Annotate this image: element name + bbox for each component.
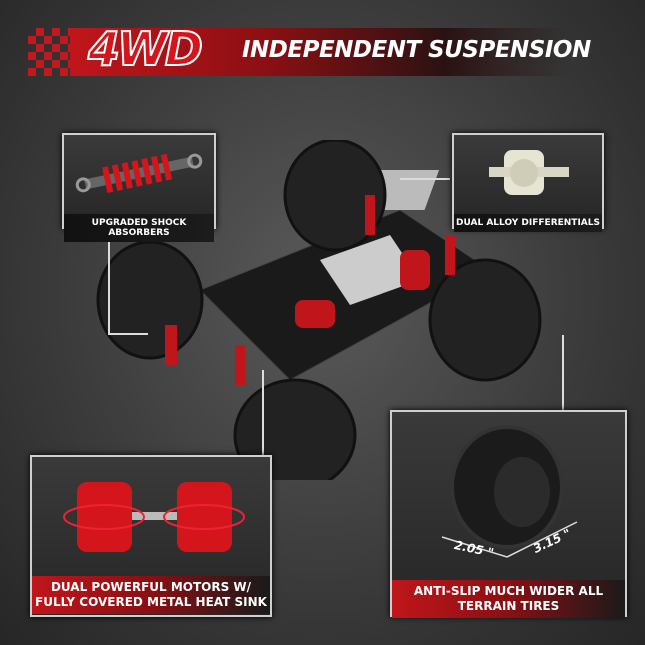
callout-line — [400, 178, 450, 180]
wheel — [428, 258, 542, 382]
tires-label-line: ANTI-SLIP MUCH WIDER ALL — [413, 584, 604, 598]
shock — [235, 345, 245, 385]
logo-4wd: 4WD — [87, 21, 204, 77]
wheel — [96, 240, 204, 360]
header-title: INDEPENDENT SUSPENSION — [242, 37, 591, 63]
shock — [365, 195, 375, 235]
motors-label: DUAL POWERFUL MOTORS W/ FULLY COVERED ME… — [32, 576, 270, 614]
differential-image — [489, 150, 569, 195]
motors-label-line: FULLY COVERED METAL HEAT SINK — [35, 595, 267, 609]
tires-label: ANTI-SLIP MUCH WIDER ALL TERRAIN TIRES — [392, 580, 625, 618]
callout-line — [108, 228, 110, 333]
differential-panel: DUAL ALLOY DIFFERENTIALS — [452, 133, 604, 232]
tires-panel: 2.05 " 3.15 " ANTI-SLIP MUCH WIDER ALL T… — [390, 410, 627, 618]
motors-label-line: DUAL POWERFUL MOTORS W/ — [50, 580, 252, 594]
shock — [165, 325, 177, 365]
callout-line — [262, 370, 264, 455]
callout-line — [108, 333, 148, 335]
callout-line — [562, 335, 564, 410]
tires-label-line: TERRAIN TIRES — [457, 599, 560, 613]
differential-label: DUAL ALLOY DIFFERENTIALS — [454, 214, 602, 232]
shock — [445, 235, 455, 275]
wheel — [283, 140, 387, 252]
motor — [400, 250, 430, 290]
shock-absorber-image — [75, 153, 203, 193]
motors-panel: DUAL POWERFUL MOTORS W/ FULLY COVERED ME… — [30, 455, 272, 617]
tire-image — [441, 425, 578, 558]
battery-cover — [320, 235, 420, 305]
motor — [295, 300, 335, 328]
motors-image — [63, 482, 245, 552]
shock-absorber-panel: UPGRADED SHOCK ABSORBERS — [62, 133, 216, 242]
header-banner — [70, 28, 570, 76]
shock-absorber-label: UPGRADED SHOCK ABSORBERS — [64, 214, 214, 242]
